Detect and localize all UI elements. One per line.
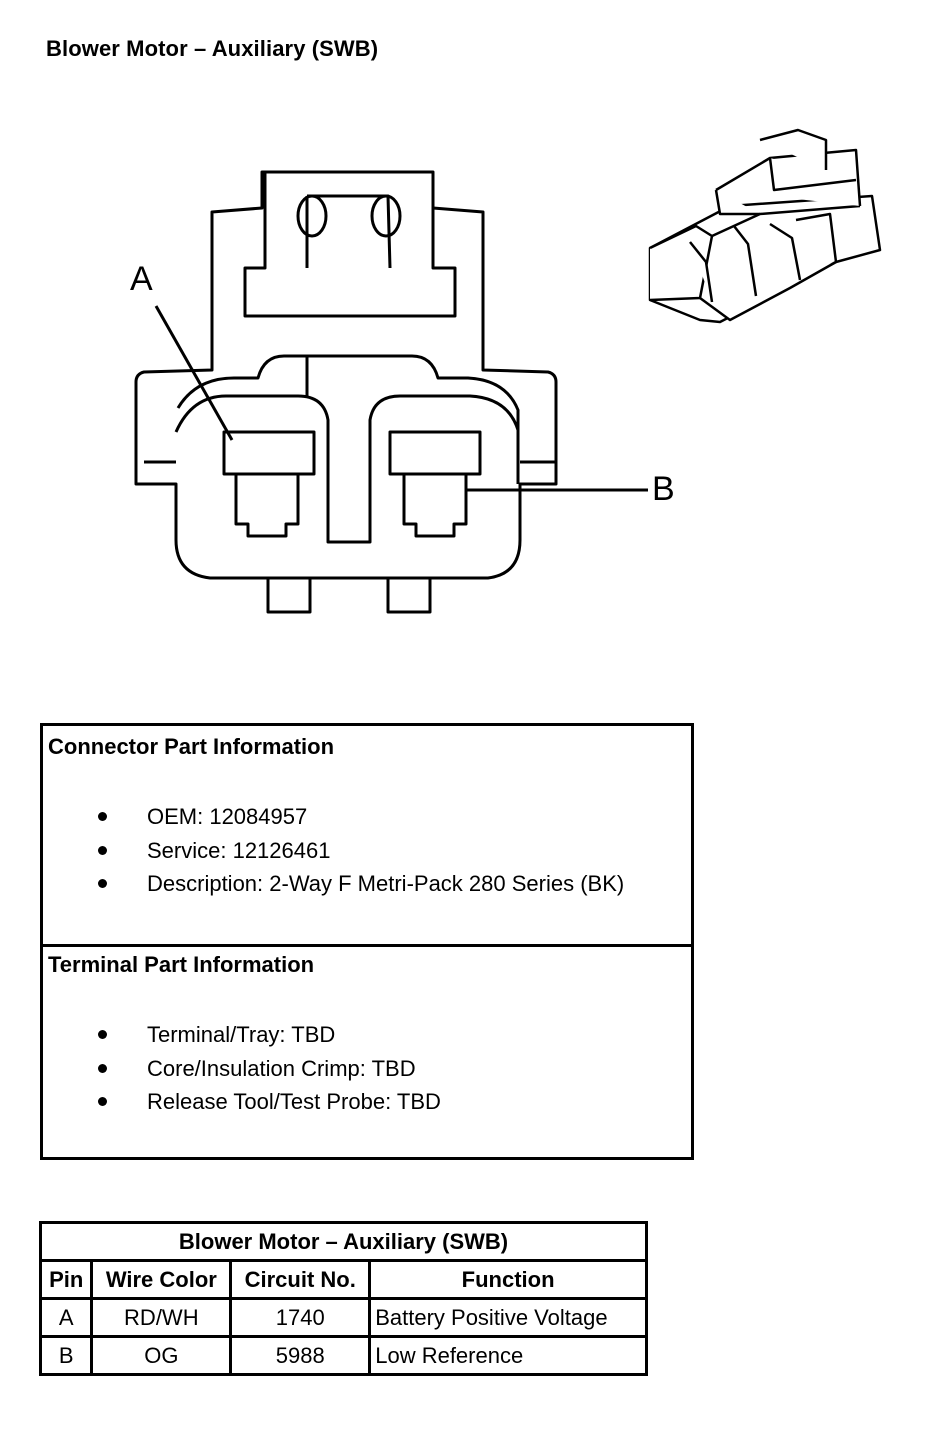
cell-wire-color: RD/WH bbox=[90, 1297, 233, 1338]
bottom-key-left bbox=[266, 578, 312, 614]
connector-part-info-heading: Connector Part Information bbox=[48, 734, 335, 759]
connector-housing-outline bbox=[134, 170, 558, 580]
pin-table-header-row: Pin Wire Color Circuit No. Function bbox=[38, 1259, 648, 1300]
pin-a-label: A bbox=[130, 260, 153, 298]
terminal-part-info-heading: Terminal Part Information bbox=[48, 952, 315, 977]
cell-wire-color: OG bbox=[90, 1335, 233, 1376]
header-pin: Pin bbox=[38, 1259, 94, 1300]
bullet-icon bbox=[98, 812, 107, 821]
cell-circuit-no: 1740 bbox=[229, 1297, 372, 1338]
bullet-icon bbox=[98, 1030, 107, 1039]
bullet-icon bbox=[98, 879, 107, 888]
pin-table-title: Blower Motor – Auxiliary (SWB) bbox=[39, 1221, 648, 1262]
cell-function: Low Reference bbox=[368, 1335, 648, 1376]
cell-pin: B bbox=[38, 1335, 94, 1376]
cavity-outline bbox=[176, 354, 520, 484]
terminal-part-info-section: Terminal Part Information Terminal/Tray:… bbox=[48, 952, 441, 1114]
pin-table: Blower Motor – Auxiliary (SWB) Pin Wire … bbox=[38, 1221, 648, 1376]
cell-pin: A bbox=[38, 1297, 94, 1338]
terminal-a bbox=[222, 430, 316, 538]
page-title: Blower Motor – Auxiliary (SWB) bbox=[46, 36, 379, 61]
bullet-icon bbox=[98, 845, 107, 855]
header-wire-color: Wire Color bbox=[90, 1259, 233, 1300]
bottom-key-right bbox=[386, 578, 432, 614]
header-function: Function bbox=[368, 1259, 648, 1300]
connector-part-info-section: Connector Part Information OEM: 12084957… bbox=[43, 726, 691, 947]
terminal-b bbox=[388, 430, 482, 538]
locking-latch bbox=[243, 172, 457, 318]
cell-function: Battery Positive Voltage bbox=[368, 1297, 648, 1338]
bullet-icon bbox=[98, 1097, 107, 1106]
pin-a-leader bbox=[154, 305, 234, 441]
table-row: B OG 5988 Low Reference bbox=[38, 1335, 648, 1376]
header-circuit-no: Circuit No. bbox=[229, 1259, 372, 1300]
connector-isometric-view bbox=[648, 128, 882, 324]
part-information-box: Connector Part Information OEM: 12084957… bbox=[40, 723, 694, 1160]
bullet-icon bbox=[98, 1063, 107, 1073]
pin-b-label: B bbox=[652, 470, 675, 508]
table-row: A RD/WH 1740 Battery Positive Voltage bbox=[38, 1297, 648, 1338]
connector-face-diagram bbox=[134, 128, 882, 614]
cell-circuit-no: 5988 bbox=[229, 1335, 372, 1376]
